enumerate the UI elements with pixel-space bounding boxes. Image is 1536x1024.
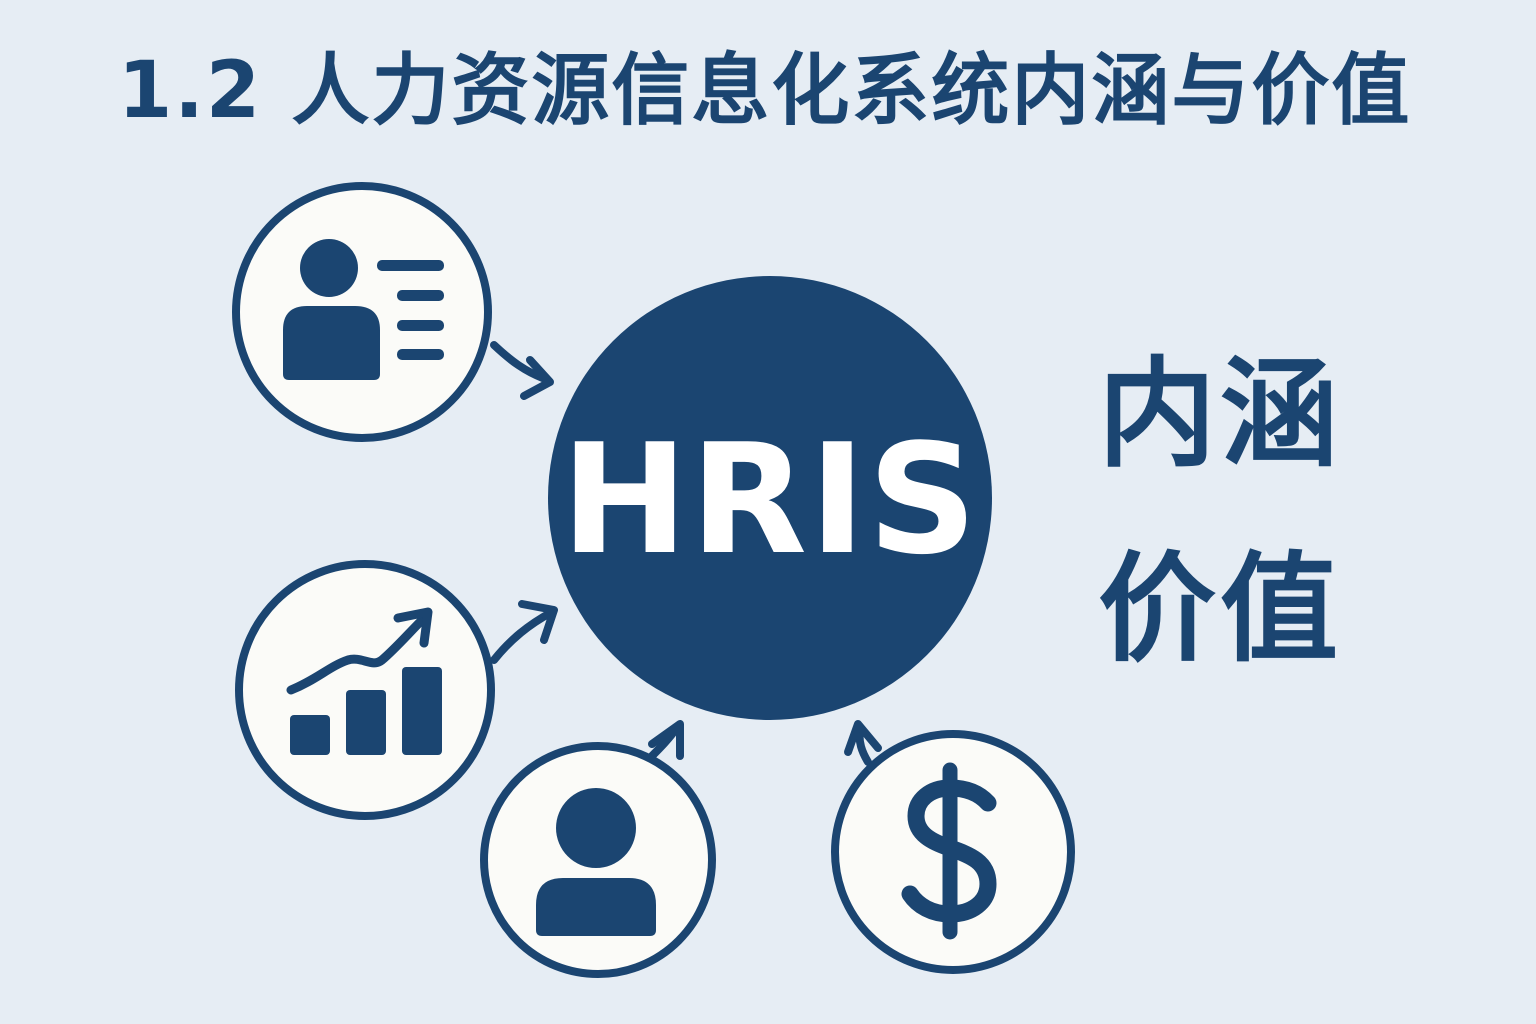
page-title: 1.2 人力资源信息化系统内涵与价值 xyxy=(118,46,1412,136)
label-value: 价值 xyxy=(1098,540,1343,678)
person-icon xyxy=(536,788,656,936)
employee-profile-icon xyxy=(283,239,444,380)
arrow-chart-to-hub xyxy=(490,608,556,664)
label-connotation: 内涵 xyxy=(1098,345,1343,483)
dollar-icon xyxy=(901,762,997,940)
arrow-profile-to-hub-head xyxy=(520,356,554,400)
arrow-person-to-hub-head xyxy=(648,720,684,760)
hris-hub: HRIS xyxy=(548,276,992,720)
chart-circle xyxy=(235,560,495,820)
growth-chart-icon xyxy=(286,607,442,755)
person-circle xyxy=(480,742,716,978)
hub-label: HRIS xyxy=(561,411,979,588)
dollar-circle xyxy=(831,730,1075,974)
profile-circle xyxy=(232,182,492,442)
arrow-chart-to-hub-head xyxy=(518,600,558,644)
arrow-dollar-to-hub-head xyxy=(844,720,882,756)
